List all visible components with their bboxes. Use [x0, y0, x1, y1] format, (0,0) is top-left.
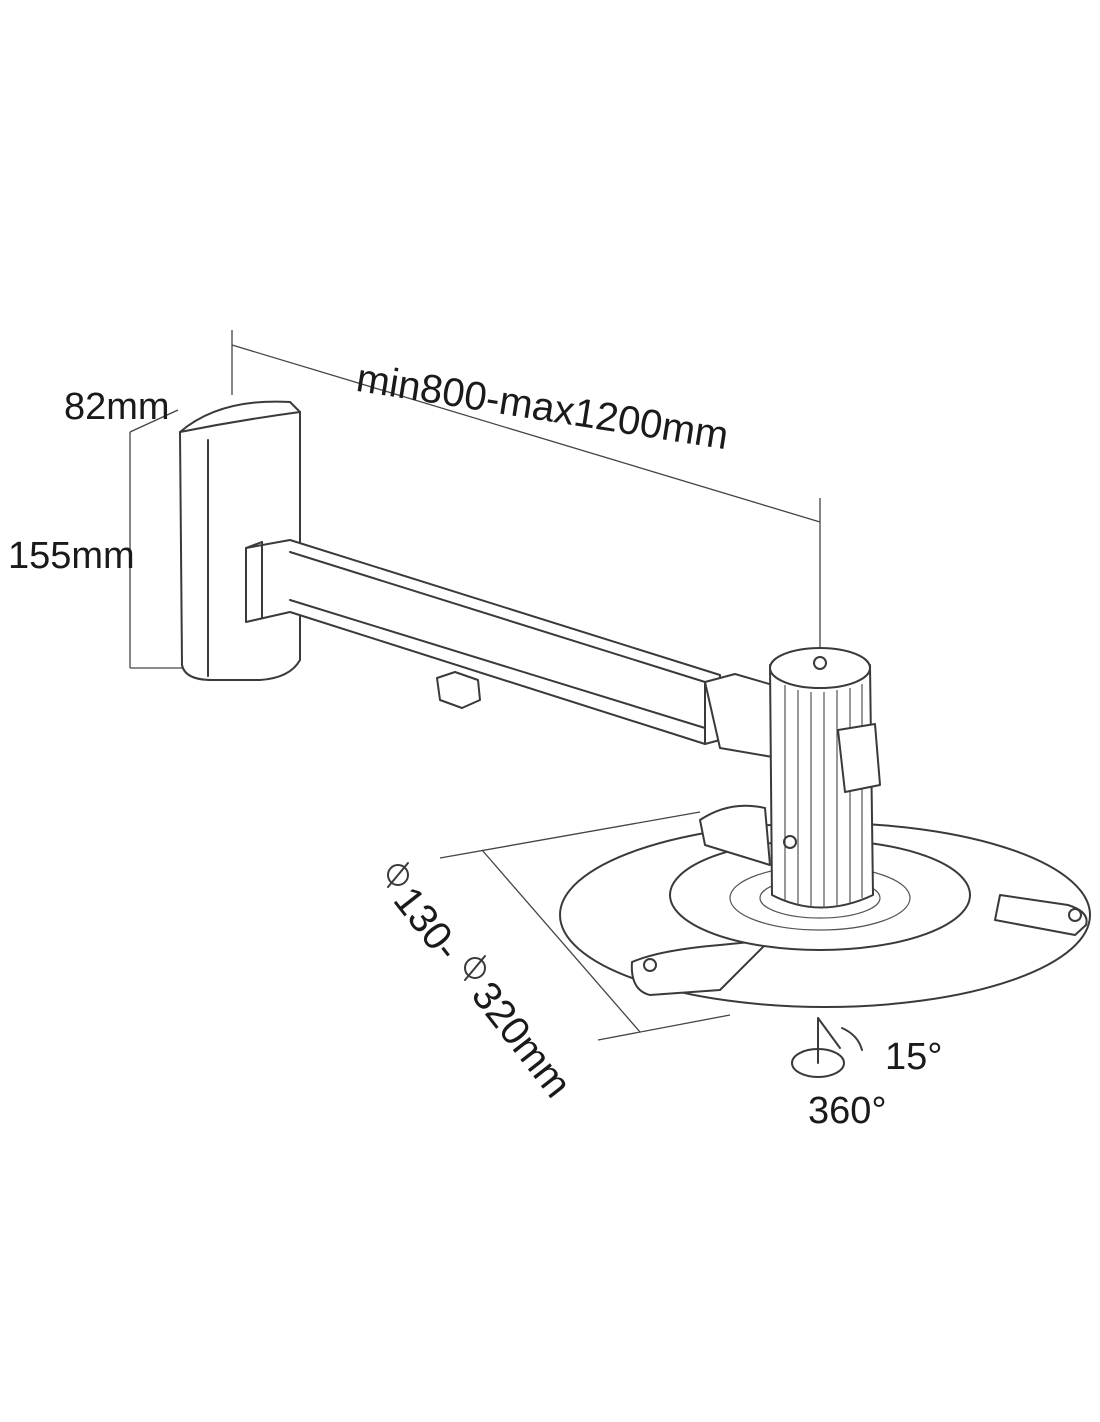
diameter-symbols: [387, 862, 486, 981]
tilt-label: 15°: [885, 1036, 943, 1078]
plate-depth-label: 82mm: [64, 386, 170, 428]
dimension-lines: [129, 330, 821, 1041]
extension-arm: [245, 539, 791, 761]
rotation-label: 360°: [808, 1090, 887, 1132]
column: [769, 647, 881, 909]
rotation-tilt-icon: [791, 1017, 863, 1078]
plate-height-label: 155mm: [8, 535, 135, 577]
